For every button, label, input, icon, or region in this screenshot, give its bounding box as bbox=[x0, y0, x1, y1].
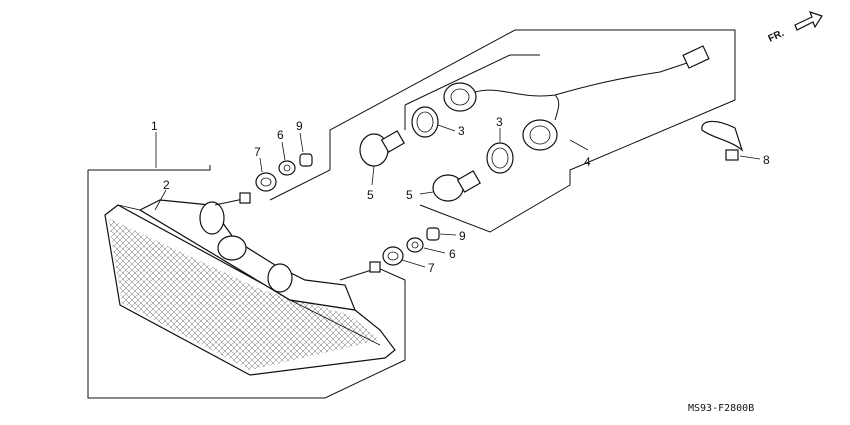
callout-1: 1 bbox=[151, 119, 158, 133]
callout-5-upper: 5 bbox=[367, 188, 374, 202]
leader-lines bbox=[154, 124, 761, 268]
nut-7-lower bbox=[382, 246, 404, 266]
callout-7-upper: 7 bbox=[254, 145, 261, 159]
front-direction-arrow-icon bbox=[794, 11, 823, 31]
tail-lamp-housing bbox=[138, 199, 356, 311]
assembly-frame-lamp bbox=[87, 165, 406, 399]
bulb-5-lower bbox=[432, 170, 481, 202]
callout-5-lower: 5 bbox=[406, 188, 413, 202]
callout-6-lower: 6 bbox=[449, 247, 456, 261]
harness-subframe bbox=[404, 54, 540, 130]
cable-band-8 bbox=[701, 120, 744, 161]
callout-3-upper: 3 bbox=[458, 124, 465, 138]
callout-2: 2 bbox=[163, 178, 170, 192]
collar-9-upper bbox=[299, 153, 313, 167]
callout-9-lower: 9 bbox=[459, 229, 466, 243]
callout-3-lower: 3 bbox=[496, 115, 503, 129]
wire-harness bbox=[474, 45, 710, 121]
mounting-stud-lower bbox=[339, 261, 381, 281]
washer-6-upper bbox=[278, 160, 296, 176]
mounting-stud-upper bbox=[214, 192, 251, 206]
tail-lamp-lens bbox=[104, 204, 396, 376]
callout-7-lower: 7 bbox=[428, 261, 435, 275]
washer-6-lower bbox=[406, 237, 424, 253]
socket-upper bbox=[443, 82, 477, 112]
direction-label: FR. bbox=[767, 28, 786, 45]
callout-6-upper: 6 bbox=[277, 128, 284, 142]
callout-4: 4 bbox=[584, 155, 591, 169]
bulb-5-upper bbox=[359, 130, 405, 167]
gasket-3-upper bbox=[411, 106, 439, 138]
gasket-3-lower bbox=[486, 142, 514, 174]
nut-7-upper bbox=[255, 172, 277, 192]
socket-lower bbox=[522, 119, 558, 151]
diagram-code: MS93-F2800B bbox=[688, 403, 754, 414]
collar-9-lower bbox=[426, 227, 440, 241]
callout-9-upper: 9 bbox=[296, 119, 303, 133]
assembly-frame-harness bbox=[269, 29, 736, 233]
callout-8: 8 bbox=[763, 153, 770, 167]
